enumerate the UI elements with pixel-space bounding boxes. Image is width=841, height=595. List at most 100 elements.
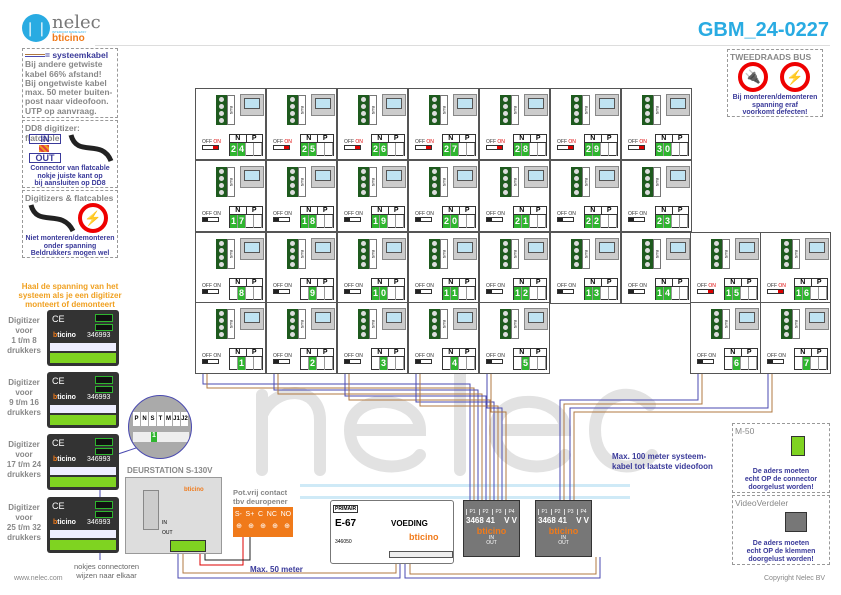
on-off-switch[interactable]: OFF ON — [344, 283, 363, 294]
on-off-switch[interactable]: OFF ON — [202, 139, 221, 150]
on-off-switch[interactable]: OFF ON — [486, 211, 505, 222]
bus-terminal-block — [781, 239, 792, 269]
on-off-switch[interactable]: OFF ON — [202, 353, 221, 364]
on-off-switch[interactable]: OFF ON — [202, 283, 221, 294]
on-off-switch[interactable]: OFF ON — [415, 211, 434, 222]
digitizer-label-line: Digitizer — [8, 378, 40, 387]
out-label: OUT — [162, 530, 173, 536]
button-terminal-labels — [50, 343, 116, 351]
bus-note: voorkomt defecten! — [742, 109, 808, 116]
on-off-switch[interactable]: OFF ON — [767, 283, 786, 294]
on-off-switch[interactable]: OFF ON — [273, 211, 292, 222]
n-header: N — [230, 207, 247, 214]
on-off-switch[interactable]: OFF ON — [767, 353, 786, 364]
digit-units: 0 — [664, 143, 672, 156]
digitizer-brand: bticino — [53, 394, 76, 401]
legend-line: kabel 66% afstand! — [25, 68, 102, 79]
port-label: P2 — [479, 509, 491, 515]
videophone-monitor-icon — [524, 238, 548, 260]
on-off-switch[interactable]: OFF ON — [628, 283, 647, 294]
on-off-switch[interactable]: OFF ON — [486, 353, 505, 364]
website[interactable]: www.nelec.com — [14, 575, 63, 582]
p-header: P — [535, 135, 541, 142]
on-label: ON — [426, 139, 434, 145]
on-off-switch[interactable]: OFF ON — [202, 211, 221, 222]
digit-tens: 1 — [795, 287, 803, 300]
on-off-switch[interactable]: OFF ON — [486, 283, 505, 294]
flatcable-connector-out — [95, 448, 113, 455]
off-label: OFF — [415, 211, 425, 217]
bus-label: BUS — [511, 309, 519, 339]
digit-tens: 1 — [230, 215, 238, 228]
on-off-switch[interactable]: OFF ON — [415, 139, 434, 150]
bus-label: BUS — [511, 167, 519, 197]
bus-label: BUS — [227, 95, 235, 125]
bus-label: BUS — [653, 167, 661, 197]
on-off-switch[interactable]: OFF ON — [557, 139, 576, 150]
off-label: OFF — [767, 353, 777, 359]
on-off-switch[interactable]: OFF ON — [557, 211, 576, 222]
splitter-out-label: OUT — [558, 540, 569, 546]
p-header: P — [606, 207, 612, 214]
flatcable-connector-in — [95, 501, 113, 509]
digit-tens — [514, 357, 522, 370]
on-off-switch[interactable]: OFF ON — [415, 283, 434, 294]
videophone-monitor-icon — [453, 94, 477, 116]
copyright: Copyright Nelec BV — [764, 575, 826, 582]
splitter-vv: V V — [504, 516, 517, 525]
on-off-switch[interactable]: OFF ON — [697, 283, 716, 294]
contact-terminal-label: S+ — [245, 511, 255, 518]
n-header: N — [514, 279, 531, 286]
max-100-line: Max. 100 meter systeem- — [612, 452, 707, 461]
bus-label: BUS — [227, 309, 235, 339]
videophone-monitor-icon — [595, 94, 619, 116]
contact-title-line: tbv deuropener — [233, 497, 288, 506]
on-off-switch[interactable]: OFF ON — [415, 353, 434, 364]
flatcable-icon — [68, 134, 114, 163]
on-off-switch[interactable]: OFF ON — [628, 211, 647, 222]
dd8-flatcable-box: DD8 digitizer: flatcable IN OUT Connecto… — [22, 120, 118, 188]
m50-connector-icon — [791, 436, 805, 456]
n-header: N — [795, 349, 812, 356]
cable-legend-line-icon — [25, 54, 45, 58]
digit-tens: 1 — [585, 287, 593, 300]
digit-tens — [795, 357, 803, 370]
digit-units: 9 — [380, 215, 388, 228]
on-off-switch[interactable]: OFF ON — [273, 353, 292, 364]
digitizer-code: 346993 — [87, 519, 111, 526]
p-header: P — [251, 207, 257, 214]
psu-bus-wire-brown — [409, 557, 597, 575]
on-off-switch[interactable]: OFF ON — [273, 283, 292, 294]
bus-label: BUS — [298, 95, 306, 125]
on-off-switch[interactable]: OFF ON — [273, 139, 292, 150]
off-label: OFF — [486, 139, 496, 145]
digit-tens: 2 — [585, 143, 593, 156]
terminal-label: M — [165, 412, 173, 426]
port-label: P4 — [505, 509, 517, 515]
on-off-switch[interactable]: OFF ON — [628, 139, 647, 150]
on-off-switch[interactable]: OFF ON — [697, 353, 716, 364]
bus-terminal-block — [571, 239, 582, 269]
bus-label: BUS — [792, 309, 800, 339]
contact-terminal-label: NO — [280, 511, 292, 518]
button-terminal-block — [50, 353, 116, 363]
on-off-switch[interactable]: OFF ON — [344, 211, 363, 222]
on-off-switch[interactable]: OFF ON — [344, 353, 363, 364]
digitizer-label-line: voor — [15, 326, 33, 335]
on-off-switch[interactable]: OFF ON — [557, 283, 576, 294]
flatcable-icon — [28, 204, 76, 233]
videophone-monitor-icon — [311, 166, 335, 188]
on-off-switch[interactable]: OFF ON — [344, 139, 363, 150]
on-label: ON — [213, 211, 221, 217]
on-off-switch[interactable]: OFF ON — [486, 139, 505, 150]
port-label: P1 — [466, 509, 478, 515]
